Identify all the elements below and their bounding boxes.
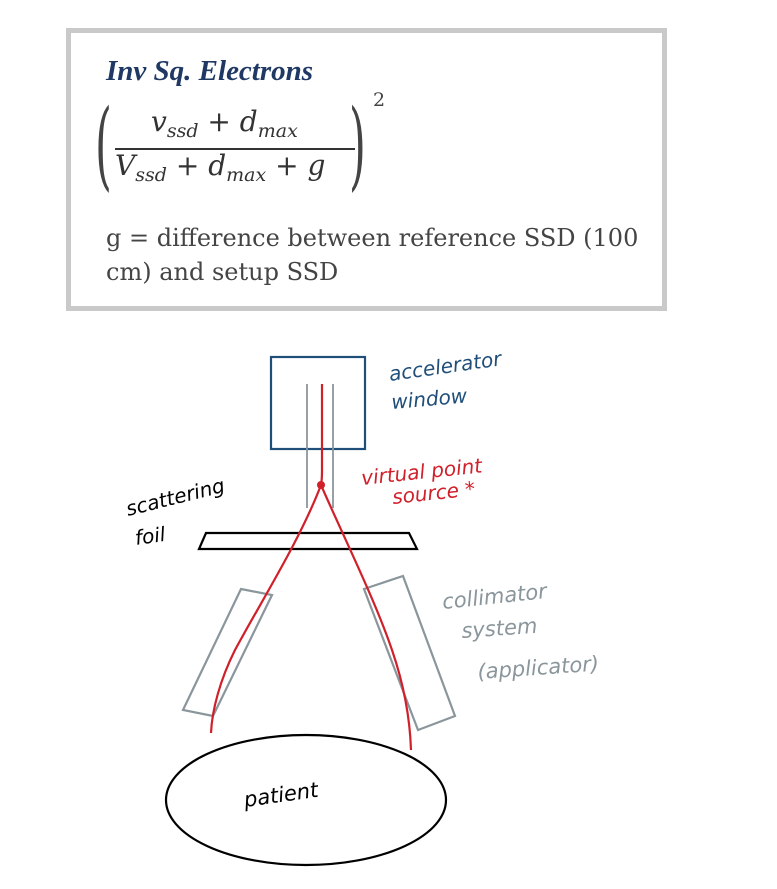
diverging-beam-right [319, 484, 413, 751]
fraction-bar [115, 148, 355, 150]
virtual-point-source-dot [317, 481, 325, 489]
collimator-label-line1: collimator [441, 579, 549, 614]
formula-note: g = difference between reference SSD (10… [106, 224, 639, 286]
formula-denominator: Vssd + dmax + g [115, 149, 326, 186]
collimator-plate-right [362, 574, 457, 732]
right-parenthesis: ) [349, 89, 366, 201]
accelerator-label-line1: accelerator [387, 346, 504, 386]
scattering-foil-label-line2: foil [133, 522, 167, 550]
central-beam-line [319, 384, 324, 486]
formula-exponent: 2 [373, 89, 386, 111]
formula-numerator: vssd + dmax [151, 105, 298, 142]
collimator-label-line2: system [461, 614, 538, 643]
scattering-foil [197, 531, 419, 551]
scattering-foil-label-line1: scattering [123, 473, 227, 521]
formula-box: Inv Sq. Electrons ( vssd + dmax Vssd + d… [66, 28, 667, 311]
accelerator-label-line2: window [390, 383, 468, 414]
collimator-label-line3: (applicator) [477, 652, 600, 684]
inverse-square-formula: ( vssd + dmax Vssd + dmax + g ) 2 [95, 89, 461, 201]
patient-ellipse [164, 733, 448, 867]
left-parenthesis: ( [95, 89, 112, 201]
formula-title: Inv Sq. Electrons [106, 55, 314, 87]
accelerator-window-box [269, 355, 367, 451]
diverging-beam-left [209, 484, 323, 734]
patient-label: patient [241, 778, 320, 812]
